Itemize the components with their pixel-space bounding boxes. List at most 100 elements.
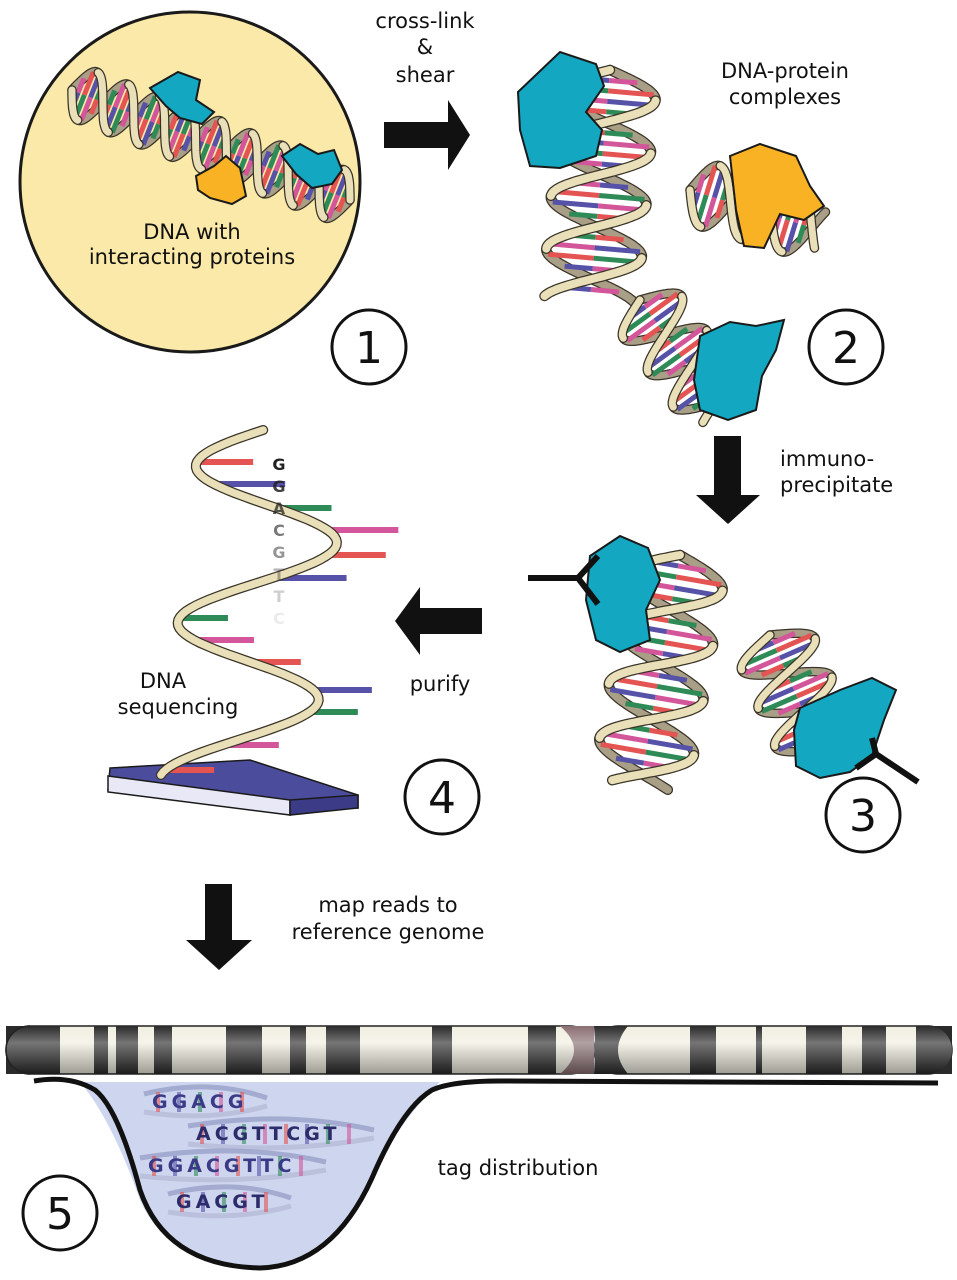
read-sequence: ACGTTCGT [196,1123,340,1145]
base-pair-half [795,224,807,244]
crosslink-label-line2: & [417,35,433,59]
read-backbone [187,1135,375,1151]
protein-orange-2b [728,142,826,250]
base-pair-half [641,325,662,342]
base-pair-half [649,727,678,738]
base-pair-half [112,83,127,109]
step-number-2-text: 2 [832,323,860,374]
base-pair-half [109,108,124,134]
base-pair-half [267,144,282,170]
base-pair-half [261,150,272,167]
step-number-5: 5 [21,1174,99,1252]
backbone-front [595,697,708,742]
step1-label-line1: DNA with [143,220,240,244]
base-pair-half [673,325,705,351]
base-pair-half [615,755,645,766]
map-label-line2: reference genome [292,920,485,944]
base-pair-half [656,683,703,697]
base-pair-half [607,88,654,98]
base-pair-half [598,192,645,202]
dna-sequencing-strand [155,425,399,780]
base-pair-half [792,671,830,691]
arrow-down-map [186,884,252,970]
dna-fragment-3a [594,549,728,796]
dna-fragment-2c [617,288,742,428]
crosslink-label-line1: cross-link [375,9,475,33]
sequence-letter: T [274,587,285,606]
base-pair-half [668,326,689,344]
protein-orange-1 [194,154,248,206]
sequence-letter: G [272,477,285,496]
base-pair-half [658,673,688,683]
base-pair-half [547,251,594,261]
base-pair-half [75,77,87,94]
immuno-label-line2: precipitate [780,473,893,497]
tag-distribution-curve [33,1076,939,1271]
step1-panel: DNA with interacting proteins [18,10,362,354]
base-pair-half [590,287,620,295]
base-pair-half [677,563,707,574]
base-pair-half [775,632,813,653]
protein-blue-2c [692,318,786,422]
base-pair-half [79,96,93,122]
base-pair-half [625,701,654,711]
base-pair-half [608,77,638,86]
backbone-front [542,201,651,253]
backbone-front [546,149,655,200]
backbone-front [94,69,112,136]
backbone-front [643,292,687,376]
base-pair-half [666,359,687,377]
base-pair-half [695,173,707,194]
step-number-2: 2 [807,308,885,386]
reference-chromosome [5,1025,953,1075]
backbone-front [340,166,354,204]
dna-fragment-2a [539,64,661,310]
read-backbone [143,1103,268,1119]
base-pair-half [181,135,192,152]
base-pair-half [643,292,664,309]
base-pair-half [789,669,813,684]
base-pair-half [675,574,722,588]
sequence-letter: G [272,455,285,474]
read-backbone [143,1084,268,1101]
backbone-back [676,551,727,594]
base-pair-half [760,694,798,714]
base-pair-half [648,291,680,316]
protein-blue-1 [148,70,216,126]
read-backbone [139,1167,327,1183]
base-pair-half [703,196,717,228]
backbone-front [737,631,774,674]
immuno-label-line1: immuno- [780,447,874,471]
base-pair-half [82,70,96,96]
backbone-front [125,81,143,148]
backbone-front [68,86,82,124]
base-pair-half [137,101,148,118]
base-pair-half [603,140,650,150]
base-pair-half [202,145,217,171]
backbone-back [606,66,660,104]
backbone-front [686,186,705,231]
sequence-letter: C [273,609,285,628]
crosslink-label-line3: shear [396,63,455,87]
base-pair-half [205,119,220,145]
protein-blue-3a [584,534,662,654]
backbone-front [604,642,717,688]
sequence-letter: C [273,521,285,540]
base-pair-half [784,221,799,253]
sequencing-label-line1: DNA [140,669,187,693]
step-number-4: 4 [403,758,481,836]
base-pair-half [326,194,340,220]
base-pair-half [714,199,725,219]
base-pair-half [634,646,664,657]
base-pair-half [703,165,718,196]
base-pair-half [140,120,155,146]
sequencing-label-line2: sequencing [118,695,239,719]
base-pair-half [88,98,100,115]
base-pair-half [106,89,118,106]
base-pair-half [295,181,310,207]
backbone-front [618,296,644,342]
base-pair-half [212,147,223,164]
read-sequence: GACGT [176,1191,268,1213]
